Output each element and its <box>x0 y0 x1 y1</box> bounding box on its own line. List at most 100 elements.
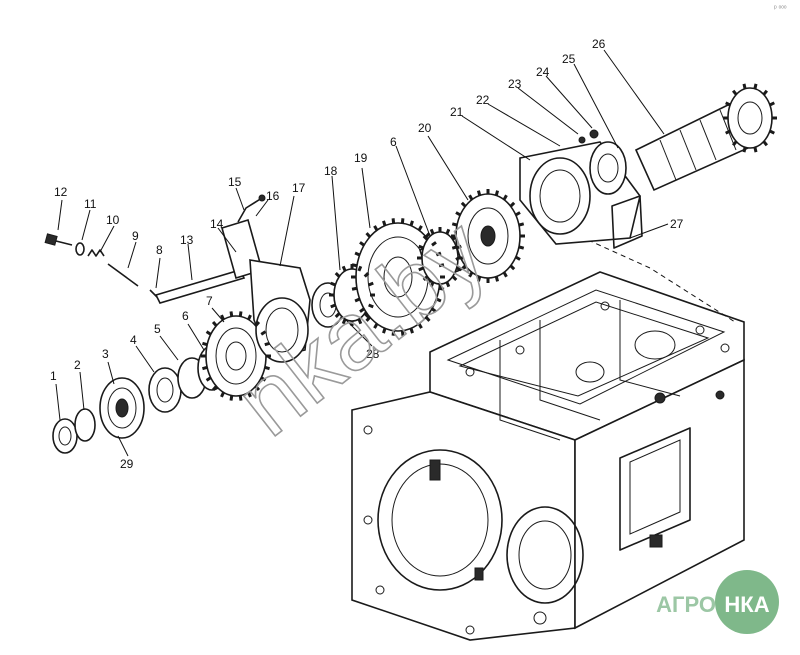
gear-tooth <box>742 83 747 90</box>
callout-19: 19 <box>354 151 368 165</box>
callout-17: 17 <box>292 181 306 195</box>
gear-tooth <box>400 218 405 224</box>
gear-tooth <box>429 228 435 235</box>
callout-numbers: 1 2 3 4 5 6 7 8 9 10 11 12 13 14 15 16 1… <box>50 37 684 471</box>
callout-22: 22 <box>476 93 490 107</box>
gear-tooth <box>205 376 212 382</box>
gear-tooth <box>753 146 758 153</box>
gear-tooth <box>220 314 225 321</box>
gear-tooth <box>391 218 396 224</box>
gear-tooth <box>456 244 462 250</box>
gear-tooth <box>260 376 267 382</box>
callout-6a: 6 <box>182 309 189 323</box>
gear-tooth <box>460 264 467 271</box>
gear-tooth <box>260 330 267 336</box>
agronka-logo: АГРО НКА <box>656 570 779 634</box>
callout-23: 23 <box>508 77 522 91</box>
gear-tooth <box>451 275 458 281</box>
gear-tooth <box>334 272 341 278</box>
gear-tooth <box>368 303 374 309</box>
gear-tooth <box>341 318 347 325</box>
logo-text-right: НКА <box>724 592 769 617</box>
callout-1: 1 <box>50 369 57 383</box>
gear-tooth <box>455 211 462 217</box>
gear-tooth <box>468 194 474 201</box>
gear-tooth <box>417 225 423 231</box>
gear-tooth <box>363 272 370 278</box>
corner-mark: ᵖ ᵒᵒᵒ <box>774 5 787 12</box>
gear-tooth <box>205 330 212 336</box>
callout-28: 28 <box>366 347 380 361</box>
gearbox-housing <box>351 271 745 641</box>
gear-tooth <box>330 303 336 309</box>
gear-tooth <box>247 314 252 321</box>
gear-tooth <box>431 241 437 247</box>
gear-tooth <box>382 220 387 227</box>
gear-tooth <box>514 255 521 261</box>
gear-tooth <box>330 281 336 287</box>
gear-tooth <box>201 365 208 371</box>
callout-21: 21 <box>450 105 464 119</box>
callout-6b: 6 <box>390 135 397 149</box>
gear-tooth <box>409 220 414 227</box>
gear-tooth <box>456 266 462 272</box>
callout-14: 14 <box>210 217 224 231</box>
gear-tooth <box>417 323 423 329</box>
gear-tooth <box>365 232 372 238</box>
gear-tooth <box>254 385 261 391</box>
callout-7: 7 <box>206 294 213 308</box>
gear-tooth <box>494 190 500 196</box>
gear-tooth <box>460 201 467 208</box>
logo-circle <box>715 570 779 634</box>
gear-tooth <box>373 323 379 329</box>
gear-tooth <box>445 228 451 235</box>
callout-25: 25 <box>562 52 576 66</box>
gear-teeth <box>201 83 777 401</box>
gear-tooth <box>201 341 208 347</box>
gear-tooth <box>445 281 451 288</box>
gear-tooth <box>229 395 234 401</box>
gear-tooth <box>351 286 358 291</box>
gear-tooth <box>514 211 521 217</box>
gear-tooth <box>435 297 442 303</box>
gear-tooth <box>742 146 747 153</box>
gear-tooth <box>238 395 243 401</box>
gear-tooth <box>418 244 424 250</box>
gear-tooth <box>502 194 508 201</box>
gear-tooth <box>429 281 435 288</box>
gear-tooth <box>762 89 769 96</box>
logo-text-left: АГРО <box>656 592 716 617</box>
gear-tooth <box>254 321 261 327</box>
gear-tooth <box>494 276 500 282</box>
callout-8: 8 <box>156 243 163 257</box>
gear-tooth <box>769 129 775 135</box>
gear-tooth <box>359 241 365 247</box>
gear-tooth <box>518 222 525 227</box>
gear-tooth <box>341 265 347 272</box>
gear-tooth <box>725 101 731 107</box>
callout-20: 20 <box>418 121 432 135</box>
callout-4: 4 <box>130 333 137 347</box>
callout-11: 11 <box>84 197 97 211</box>
gear-tooth <box>357 265 363 272</box>
callout-2: 2 <box>74 358 81 372</box>
gear-tooth <box>409 327 414 334</box>
gear-tooth <box>731 140 738 147</box>
gear-tooth <box>359 307 365 313</box>
callout-12: 12 <box>54 185 68 199</box>
gear-tooth <box>731 89 738 96</box>
callout-3: 3 <box>102 347 109 361</box>
gear-tooth <box>418 266 424 272</box>
gear-tooth <box>238 311 243 317</box>
callout-9: 9 <box>132 229 139 243</box>
callout-24: 24 <box>536 65 550 79</box>
gear-tooth <box>502 271 508 278</box>
callout-15: 15 <box>228 175 242 189</box>
callout-29: 29 <box>120 457 134 471</box>
gear-tooth <box>264 365 271 371</box>
gear-tooth <box>451 235 458 241</box>
gear-tooth <box>264 341 271 347</box>
callout-27: 27 <box>670 217 684 231</box>
gear-tooth <box>509 264 516 271</box>
